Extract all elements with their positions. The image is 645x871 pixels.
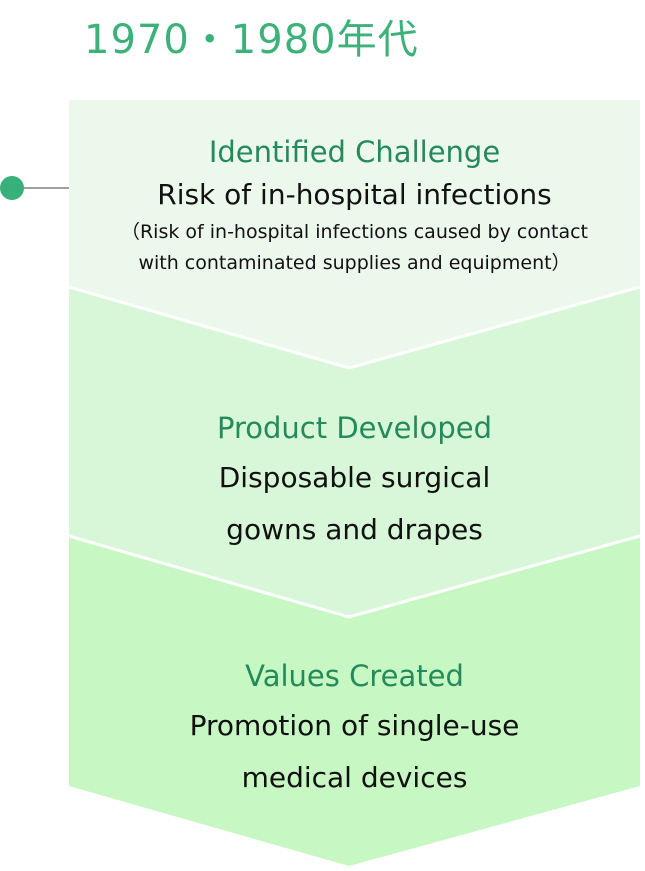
era-title: 1970・1980年代: [84, 17, 419, 63]
section-label: Values Created: [245, 659, 464, 693]
product-text-line1: Disposable surgical: [218, 461, 491, 494]
separator-line: [68, 534, 641, 619]
challenge-note-line1: （Risk of in-hospital infections caused b…: [120, 221, 588, 243]
section-label: Product Developed: [217, 411, 492, 445]
values-text-line2: medical devices: [241, 761, 468, 794]
timeline-dot-icon: [0, 176, 24, 200]
identified-challenge-section: Identified Challenge Risk of in-hospital…: [69, 132, 640, 279]
challenge-note-line2: with contaminated supplies and equipment…: [138, 252, 571, 274]
section-label: Identified Challenge: [208, 135, 501, 169]
values-text-line1: Promotion of single-use: [189, 709, 520, 742]
separator-line: [68, 285, 641, 370]
timeline-connector-line: [24, 187, 69, 189]
challenge-text: Risk of in-hospital infections: [157, 178, 552, 211]
values-created-panel: [69, 536, 640, 866]
identified-challenge-panel: [69, 100, 640, 368]
values-created-section: Values Created Promotion of single-use m…: [69, 656, 640, 800]
product-developed-section: Product Developed Disposable surgical go…: [69, 408, 640, 552]
product-text-line2: gowns and drapes: [226, 513, 483, 546]
product-developed-panel: [69, 287, 640, 617]
